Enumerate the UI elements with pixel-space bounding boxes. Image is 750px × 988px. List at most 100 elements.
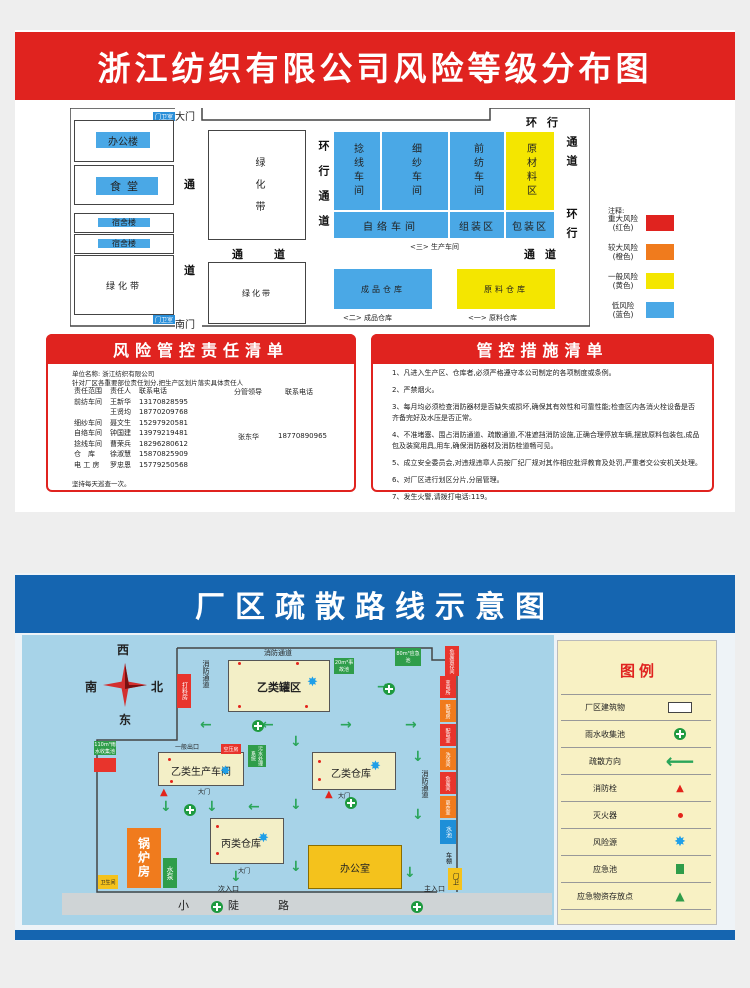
leader-header: 分管领导 xyxy=(234,388,262,396)
office-building: 办公楼 xyxy=(74,120,174,162)
table-cell: 18296280612 xyxy=(139,439,188,448)
evac-arrow: ↓ xyxy=(230,869,242,885)
ring-tong: 通 xyxy=(317,190,330,215)
evac-arrow: → xyxy=(340,717,352,733)
compass-rose-icon xyxy=(103,663,147,707)
right-strip-room: 变电所 xyxy=(440,676,456,698)
leader-name: 张东华 xyxy=(238,433,259,441)
zone-jianxian: 捻线车间 xyxy=(333,131,381,211)
evacuation-title: 厂区疏散路线示意图 xyxy=(15,575,735,633)
extinguisher-dot-icon xyxy=(168,758,171,761)
small-road-label: 小 陡 路 xyxy=(178,899,303,912)
evac-legend-label: 消防栓 xyxy=(593,783,617,793)
top-right-tag: 危废暂存间 xyxy=(445,646,459,676)
evac-legend-item: 风险源✸ xyxy=(561,829,711,856)
risk-legend-sub: (蓝色) xyxy=(612,310,634,319)
office-label-bottom: 办公室 xyxy=(340,863,370,875)
measure-item: 3、每月均必须检查消防器材是否缺失或损坏,确保其有效性和可靠性能;检查区内各消火… xyxy=(392,403,696,422)
dorm-1-label: 宿舍楼 xyxy=(97,217,151,228)
evac-arrow: ↓ xyxy=(412,807,424,823)
ring-huan: 环 xyxy=(317,140,330,165)
risk-legend-sub: (黄色) xyxy=(612,281,634,290)
risk-legend-label: 一般风险 xyxy=(608,272,638,281)
evac-legend-item: 应急物资存放点▲ xyxy=(561,883,711,910)
table-cell: 罗忠恩 xyxy=(110,460,131,469)
rainwater-pool-icon xyxy=(184,804,196,816)
table-cell: 前纺车间 xyxy=(74,397,102,406)
hydrant-icon: ▲ xyxy=(160,787,168,798)
store-b-label: 乙类仓库 xyxy=(331,769,371,780)
responsibility-footer: 坚持每天巡查一次。 xyxy=(72,480,131,488)
risk-star-icon: ✸ xyxy=(674,834,686,850)
risk-legend-item: 重大风险(红色) xyxy=(606,214,674,232)
south-gate-label: 南门 xyxy=(175,320,195,331)
store-c-building: 丙类仓库 xyxy=(210,818,284,864)
extinguisher-dot-icon xyxy=(238,705,241,708)
evac-arrow: ↓ xyxy=(290,859,302,875)
right-strip-room: 配电房 xyxy=(440,700,456,722)
zone-zilu: 自络车间 xyxy=(333,211,449,239)
extinguisher-dot-icon xyxy=(305,705,308,708)
store-c-label: 丙类仓库 xyxy=(221,839,261,850)
tank-area-building: 乙类罐区 xyxy=(228,660,330,712)
compass-north: 北 xyxy=(151,680,164,694)
evac-arrow: ← xyxy=(248,799,260,815)
zone-zuzhuang: 组装区 xyxy=(449,211,505,239)
guard-left: 卫生间 xyxy=(98,875,118,889)
table-cell: 13170828595 xyxy=(139,397,188,406)
caption-production: <三> 生产车间 xyxy=(410,243,459,251)
ring-dao: 道 xyxy=(317,215,330,240)
right-strip-room: 更衣室 xyxy=(440,796,456,818)
rainwater-pool-icon xyxy=(345,797,357,809)
evac-arrow: ↓ xyxy=(290,734,302,750)
evac-arrow: ← xyxy=(200,717,212,733)
unit-line: 单位名称: 浙江纺织有限公司 xyxy=(72,370,155,378)
right-strip-room: 洗涤间 xyxy=(440,748,456,770)
evac-arrow: ↓ xyxy=(206,799,218,815)
table-cell: 钟国建 xyxy=(110,429,131,438)
hydrant-icon: ▲ xyxy=(325,789,333,800)
measures-list: 1、凡进入生产区、仓库者,必须严格遵守本公司制定的各项制度或条例。2、严禁烟火。… xyxy=(392,368,702,509)
measure-item: 2、严禁烟火。 xyxy=(392,386,439,394)
table-cell: 曹荣兵 xyxy=(110,439,131,448)
risk-legend-sub: (红色) xyxy=(612,223,634,232)
office-label: 办公楼 xyxy=(95,131,151,149)
gate-tag-top: 门卫室 xyxy=(153,112,176,121)
tank-area-label: 乙类罐区 xyxy=(257,681,301,694)
pool-left: 110m³雨水收集池 xyxy=(94,741,116,755)
table-cell: 18770209768 xyxy=(139,408,188,417)
exit-1-label: 一般出口 xyxy=(175,744,200,751)
risk-color-swatch xyxy=(646,244,674,260)
risk-star-icon: ✸ xyxy=(220,764,231,779)
green-square-icon xyxy=(649,864,711,874)
measure-item: 6、对厂区进行划区分片,分层管理。 xyxy=(392,476,504,484)
zone-chengpin: 成品仓库 xyxy=(333,268,433,310)
dorm-building-2: 宿舍楼 xyxy=(74,234,174,254)
middle-green-belt: 绿化带 xyxy=(208,130,306,240)
risk-color-swatch xyxy=(646,215,674,231)
table-cell: 15870825909 xyxy=(139,450,188,459)
left-green-belt: 绿化带 xyxy=(74,255,174,315)
arrow-left-icon: ⟵ xyxy=(665,749,695,773)
evac-legend-title: 图例 xyxy=(620,662,659,680)
emergency-pool-top: 80m³应急池 xyxy=(395,648,421,666)
rainwater-pool-icon xyxy=(411,901,423,913)
guard-right-label: 门卫 xyxy=(451,873,459,885)
evac-legend-item: 疏散方向⟵ xyxy=(561,748,711,775)
ring-road-left: 环行通道 xyxy=(315,140,331,270)
office-building-bottom: 办公室 xyxy=(308,845,402,889)
risk-legend-item: 一般风险(黄色) xyxy=(606,272,674,290)
hydrant-icon: ▲ xyxy=(676,782,684,794)
evac-arrow: ↓ xyxy=(160,799,172,815)
table-cell: 聂文生 xyxy=(110,418,131,427)
door-2-label: 大门 xyxy=(338,793,351,800)
th-person: 责任人 xyxy=(110,387,131,396)
table-cell: 15779250568 xyxy=(139,460,188,469)
rainwater-pool-icon xyxy=(252,720,264,732)
right-strip-room: 配电室 xyxy=(440,724,456,746)
